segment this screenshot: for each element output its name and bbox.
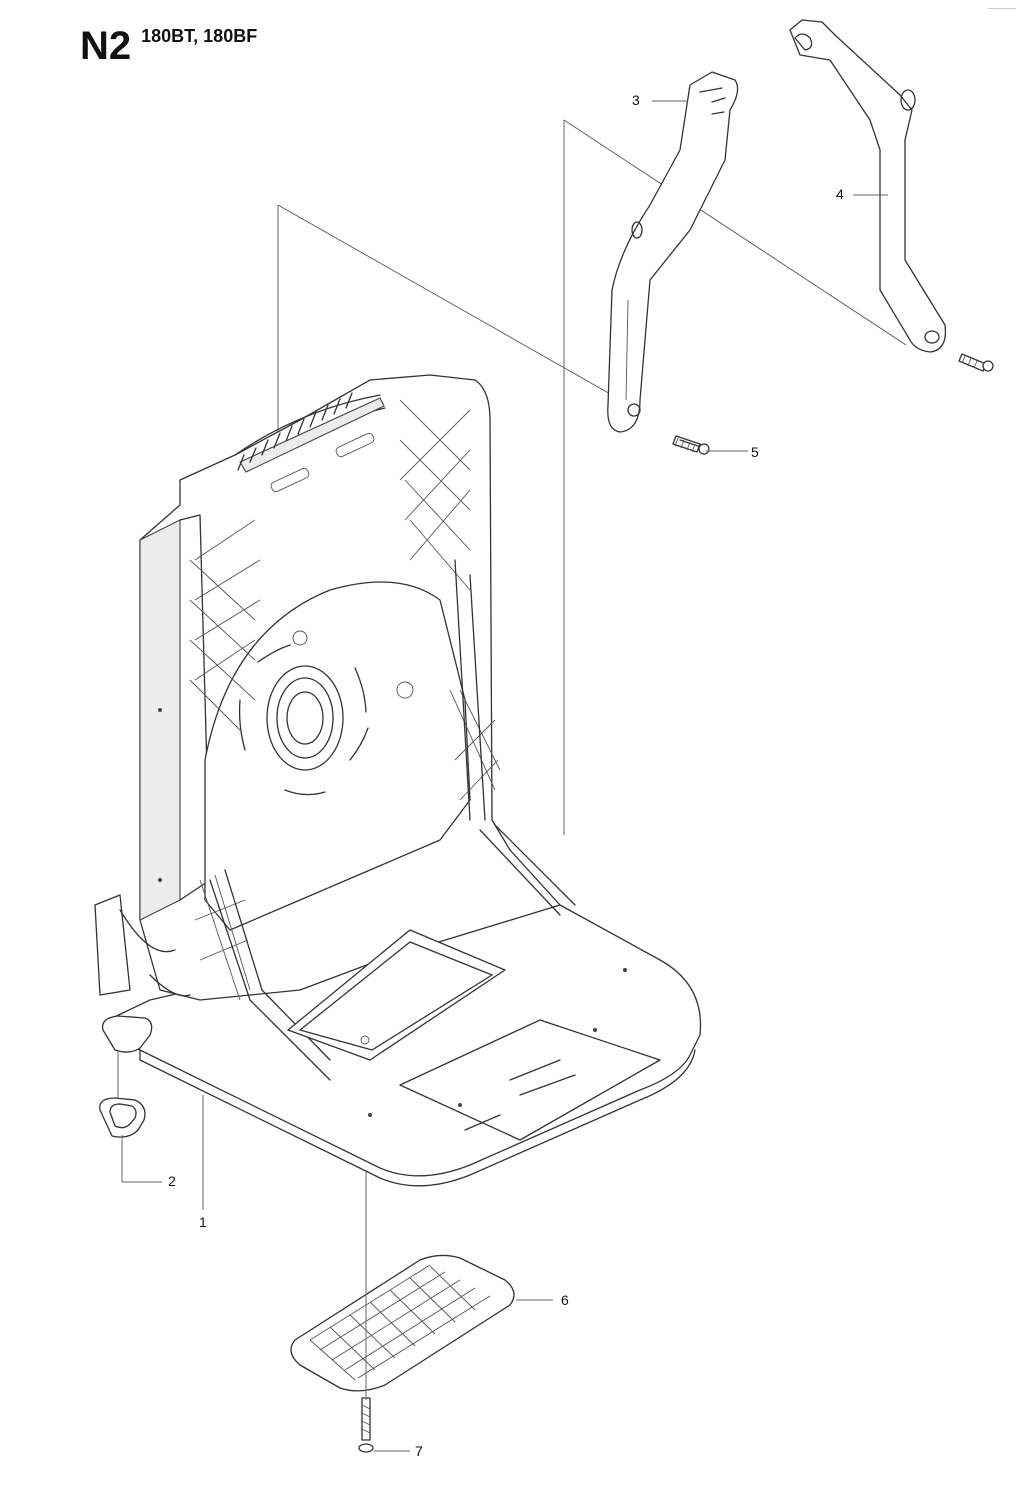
callout-6: 6 xyxy=(561,1292,569,1308)
callout-5: 5 xyxy=(751,444,759,460)
part-4-right-bracket xyxy=(789,19,947,353)
part-5-screw xyxy=(672,435,710,455)
callout-7: 7 xyxy=(415,1443,423,1459)
diagram-header: N2 180BT, 180BF xyxy=(80,22,257,70)
callout-leaders xyxy=(117,100,888,1452)
part-6-grid-plate xyxy=(290,1254,515,1392)
part-2-strap-ring xyxy=(99,1015,153,1138)
part-4-screw xyxy=(958,353,994,372)
corner-mark xyxy=(988,8,1016,9)
callout-4: 4 xyxy=(836,186,844,202)
model-list: 180BT, 180BF xyxy=(141,26,258,46)
callout-2: 2 xyxy=(168,1173,176,1189)
callout-3: 3 xyxy=(632,92,640,108)
section-code: N2 xyxy=(80,24,132,68)
part-3-left-bracket xyxy=(607,71,739,433)
part-1-backpack-frame xyxy=(94,374,702,1187)
part-7-screw xyxy=(358,1397,374,1453)
callout-1: 1 xyxy=(199,1214,207,1230)
